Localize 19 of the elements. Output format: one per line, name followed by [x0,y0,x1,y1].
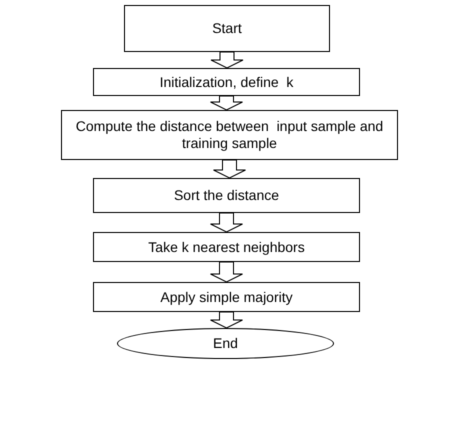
arrow [210,312,243,329]
node-label: Initialization, define k [158,74,294,90]
process-box [124,5,330,52]
node-label: Compute the distance between input sample and training sample [74,118,384,152]
node-label: End [212,335,239,352]
arrow [213,160,246,179]
process-box [93,178,360,213]
process-box [93,68,360,96]
arrow [210,52,244,69]
process-box [93,232,360,262]
node-label: Sort the distance [172,187,280,204]
arrow [210,96,243,111]
arrow [210,212,243,233]
node-label: Apply simple majority [159,288,294,306]
arrow [210,262,243,283]
node-label: Start [211,20,243,37]
process-box [93,282,360,312]
node-label: Take k nearest neighbors [147,238,306,256]
process-box [61,110,398,160]
